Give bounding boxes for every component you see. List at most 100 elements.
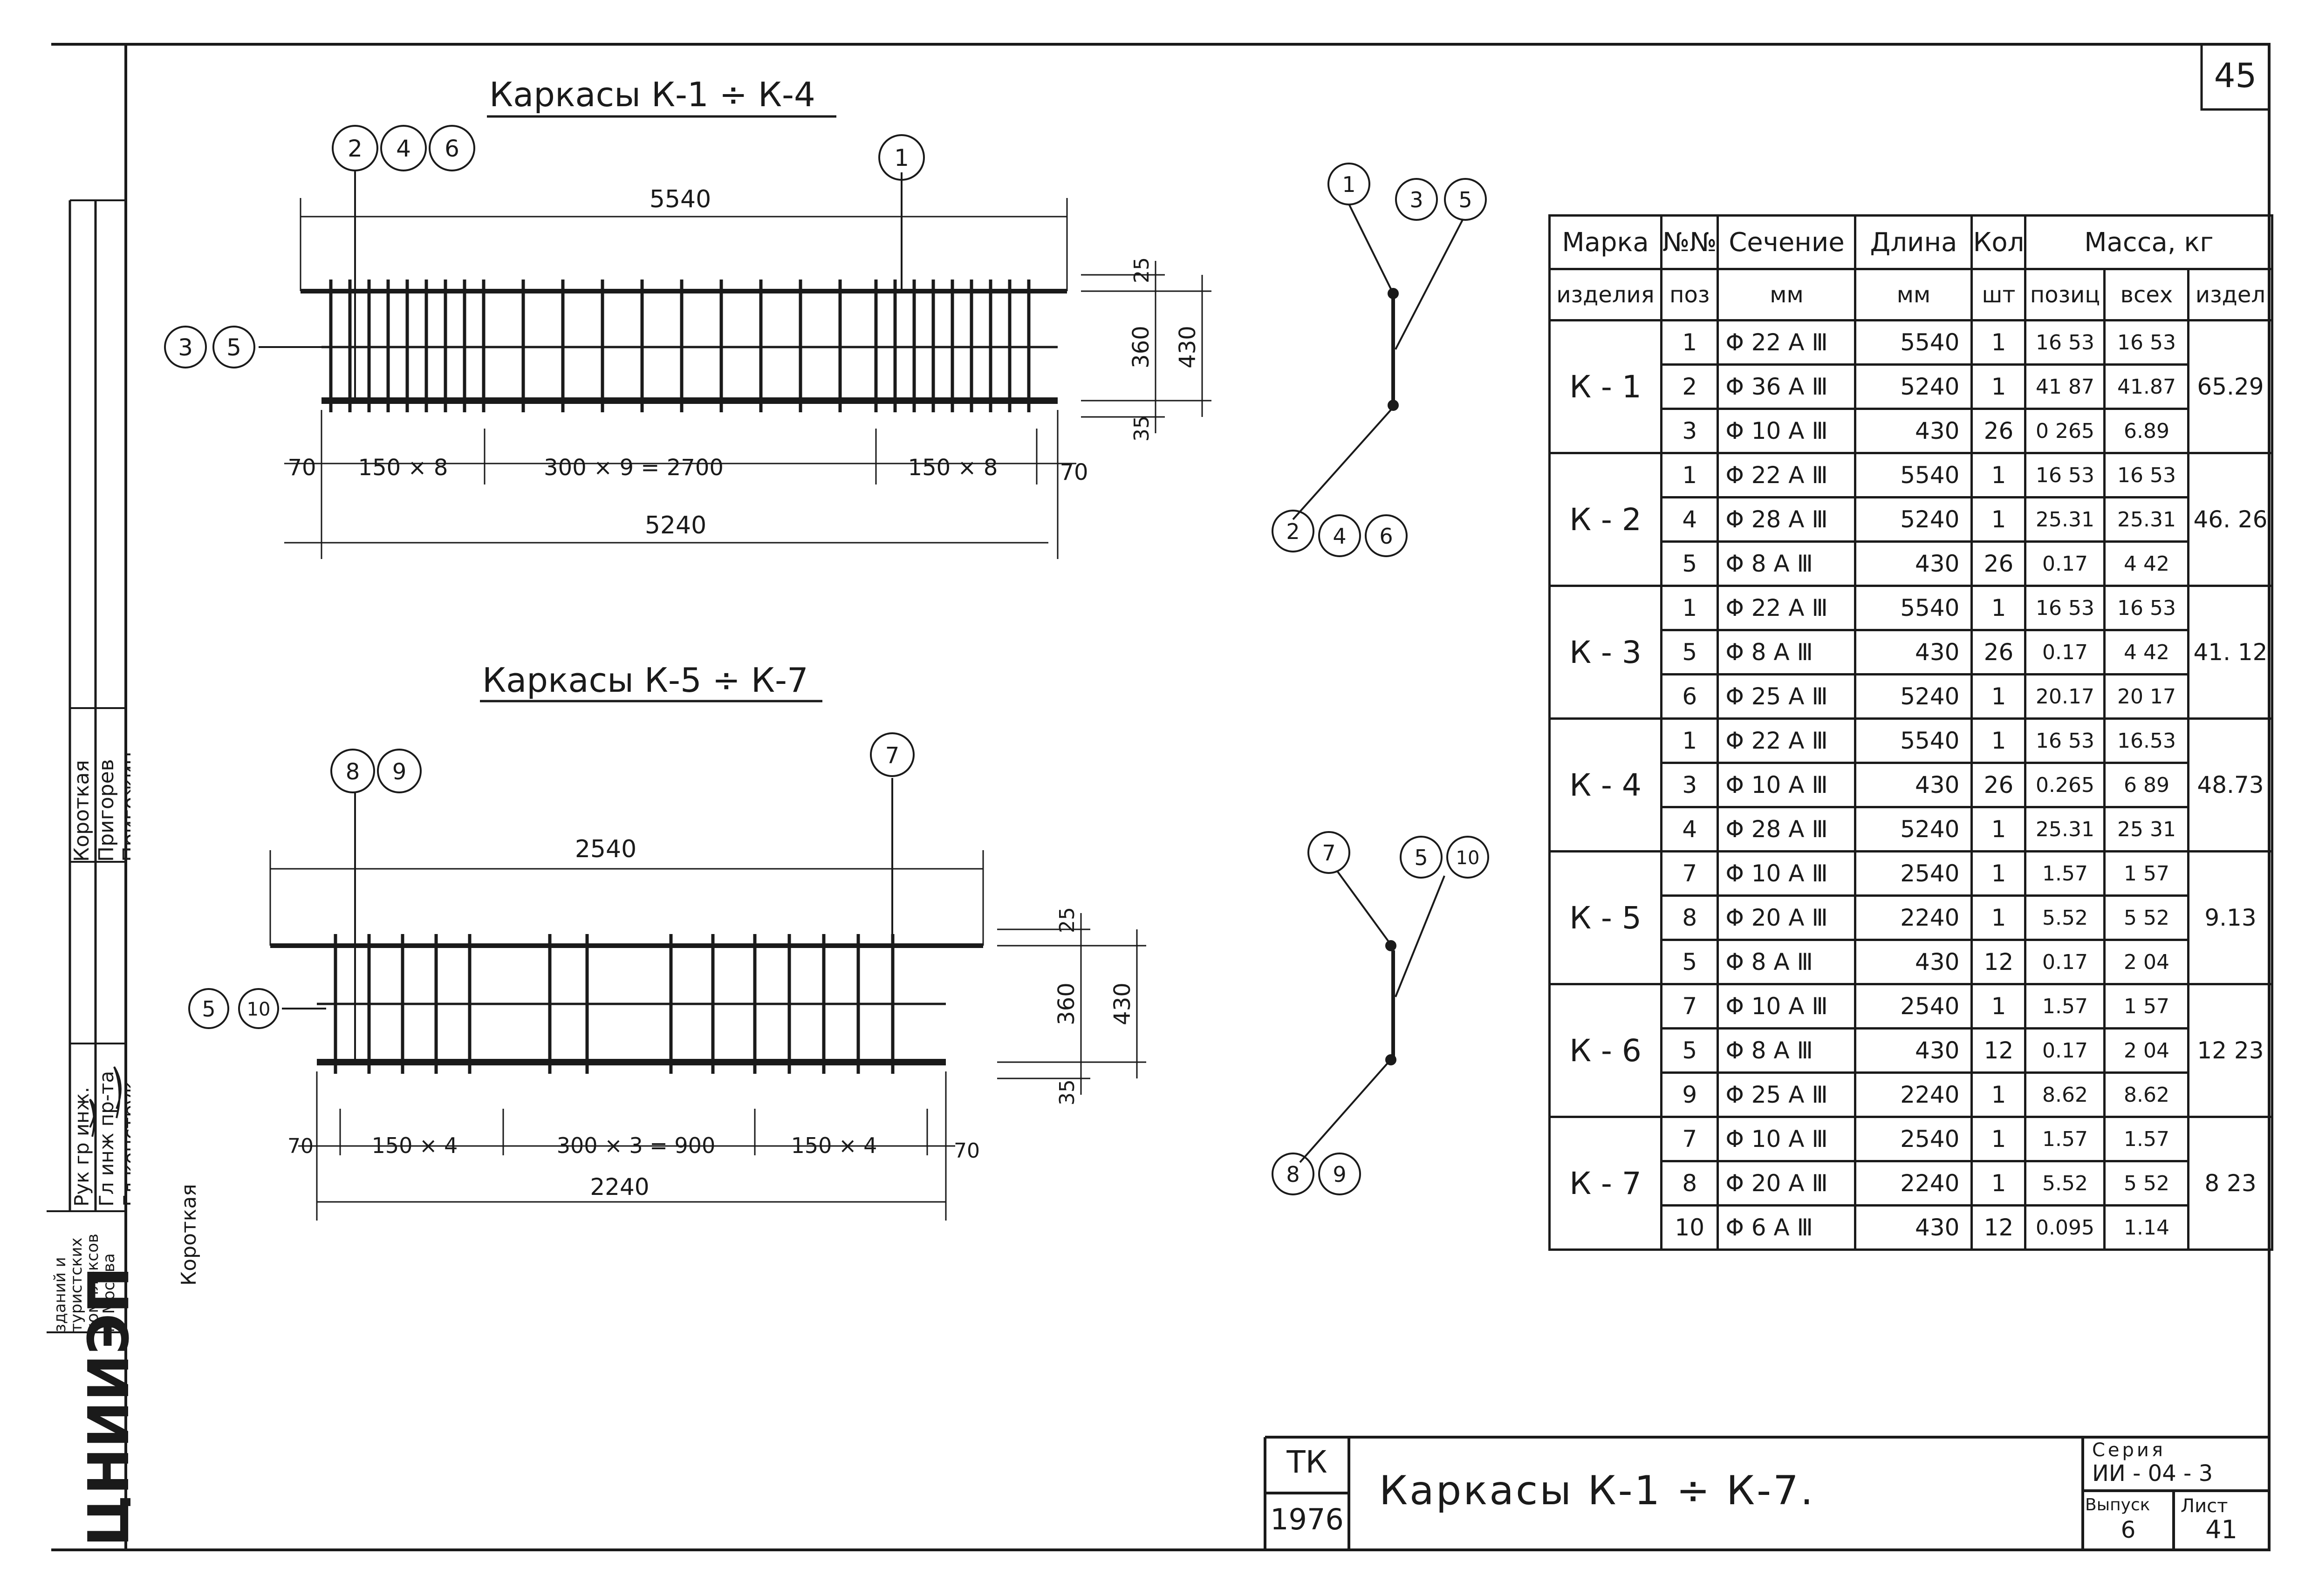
bar-length: 5240 <box>1854 496 1973 543</box>
d1-callout-1: 1 <box>894 144 909 171</box>
position-number: 4 <box>1660 806 1719 853</box>
bar-length: 5240 <box>1854 363 1973 410</box>
bar-length: 2540 <box>1854 1116 1973 1162</box>
d1-dim-right-top: 25 <box>1130 257 1154 283</box>
mass-all: 6 89 <box>2103 762 2190 808</box>
position-number: 5 <box>1660 629 1719 675</box>
bar-length: 430 <box>1854 629 1973 675</box>
mass-all: 2 04 <box>2103 939 2190 985</box>
bar-length: 5540 <box>1854 452 1973 498</box>
bar-quantity: 1 <box>1970 496 2027 543</box>
drawing-2-title: Каркасы К-5 ÷ К-7 <box>482 661 808 700</box>
item-mark: К - 3 <box>1548 585 1662 720</box>
mass-per-position: 1.57 <box>2024 850 2106 897</box>
bar-section: Φ 22 А Ⅲ <box>1717 717 1857 764</box>
series-label: Серия <box>2092 1439 2166 1461</box>
series-value: ИИ - 04 - 3 <box>2092 1460 2213 1487</box>
header-length: Длина <box>1854 214 1973 270</box>
bar-quantity: 1 <box>1970 452 2027 498</box>
mass-per-position: 25.31 <box>2024 806 2106 853</box>
d2-dim-right-end: 70 <box>954 1139 980 1163</box>
item-mark: К - 1 <box>1548 319 1662 454</box>
side-stamp-text: Рук гр инж. Гл инж пр-та Гл конструк Кор… <box>51 751 130 1547</box>
s1-callout-1: 1 <box>1342 172 1355 197</box>
bar-section: Φ 10 А Ⅲ <box>1717 408 1857 454</box>
drawing-k5-k7: Каркасы К-5 ÷ К-7 8 9 7 5 10 2540 70 150… <box>188 661 1146 1221</box>
bar-section: Φ 6 А Ⅲ <box>1717 1204 1857 1251</box>
bar-length: 2240 <box>1854 1071 1973 1118</box>
mass-per-item: 46. 26 <box>2187 452 2274 587</box>
position-number: 7 <box>1660 1116 1719 1162</box>
specification-table: Марка №№ Сечение Длина Кол Масса, кг изд… <box>1548 214 2274 1251</box>
stamp-role-3: Гл конструк <box>119 1081 130 1207</box>
mass-per-position: 16 53 <box>2024 452 2106 498</box>
bar-section: Φ 28 А Ⅲ <box>1717 806 1857 853</box>
item-mark: К - 7 <box>1548 1116 1662 1251</box>
position-number: 5 <box>1660 540 1719 587</box>
mass-per-position: 0.17 <box>2024 1027 2106 1074</box>
mass-per-item: 8 23 <box>2187 1116 2274 1251</box>
header-pos-2: поз <box>1660 268 1719 321</box>
bar-section: Φ 22 А Ⅲ <box>1717 319 1857 366</box>
s2-callout-5: 5 <box>1414 845 1428 870</box>
bar-quantity: 1 <box>1970 1160 2027 1207</box>
mass-all: 4 42 <box>2103 540 2190 587</box>
mass-per-position: 8.62 <box>2024 1071 2106 1118</box>
item-mark: К - 4 <box>1548 717 1662 853</box>
bar-length: 430 <box>1854 1027 1973 1074</box>
position-number: 8 <box>1660 894 1719 941</box>
s1-callout-6: 6 <box>1379 524 1393 549</box>
section-view-2: 7 5 10 8 9 <box>1272 831 1489 1195</box>
mass-per-position: 25.31 <box>2024 496 2106 543</box>
mass-per-position: 5.52 <box>2024 894 2106 941</box>
d1-dim-right-mid: 360 <box>1128 326 1154 368</box>
mass-per-position: 0.265 <box>2024 762 2106 808</box>
d2-dim-left-end: 70 <box>287 1134 314 1158</box>
mass-per-position: 0.095 <box>2024 1204 2106 1251</box>
d1-callout-4: 4 <box>396 135 411 162</box>
transverse-bars <box>329 280 1031 412</box>
transverse-bars <box>334 934 895 1074</box>
mass-all: 2 04 <box>2103 1027 2190 1074</box>
mass-all: 16.53 <box>2103 717 2190 764</box>
bar-length: 5540 <box>1854 717 1973 764</box>
bar-section: Φ 10 А Ⅲ <box>1717 983 1857 1030</box>
mass-per-position: 0 265 <box>2024 408 2106 454</box>
stamp-name-3: Пригожин <box>119 751 130 862</box>
position-number: 2 <box>1660 363 1719 410</box>
d1-dim-overall: 5540 <box>650 185 711 213</box>
mass-per-item: 41. 12 <box>2187 585 2274 720</box>
position-number: 1 <box>1660 319 1719 366</box>
bar-quantity: 26 <box>1970 629 2027 675</box>
d1-dim-seg-2: 300 × 9 = 2700 <box>544 455 724 481</box>
title-block <box>1264 1436 2269 1550</box>
bar-quantity: 1 <box>1970 894 2027 941</box>
bar-length: 5240 <box>1854 806 1973 853</box>
d2-dim-overall: 2540 <box>575 835 636 863</box>
bar-section: Φ 20 А Ⅲ <box>1717 894 1857 941</box>
position-number: 6 <box>1660 673 1719 720</box>
mass-all: 1 57 <box>2103 983 2190 1030</box>
mass-all: 25.31 <box>2103 496 2190 543</box>
d1-callout-2: 2 <box>348 135 363 162</box>
bar-quantity: 26 <box>1970 408 2027 454</box>
header-pos: №№ <box>1660 214 1719 270</box>
mass-all: 1.57 <box>2103 1116 2190 1162</box>
mass-all: 4 42 <box>2103 629 2190 675</box>
item-mark: К - 2 <box>1548 452 1662 587</box>
bar-quantity: 1 <box>1970 673 2027 720</box>
bar-length: 2540 <box>1854 850 1973 897</box>
stamp-name-1: Короткая <box>70 760 94 862</box>
bar-quantity: 12 <box>1970 939 2027 985</box>
